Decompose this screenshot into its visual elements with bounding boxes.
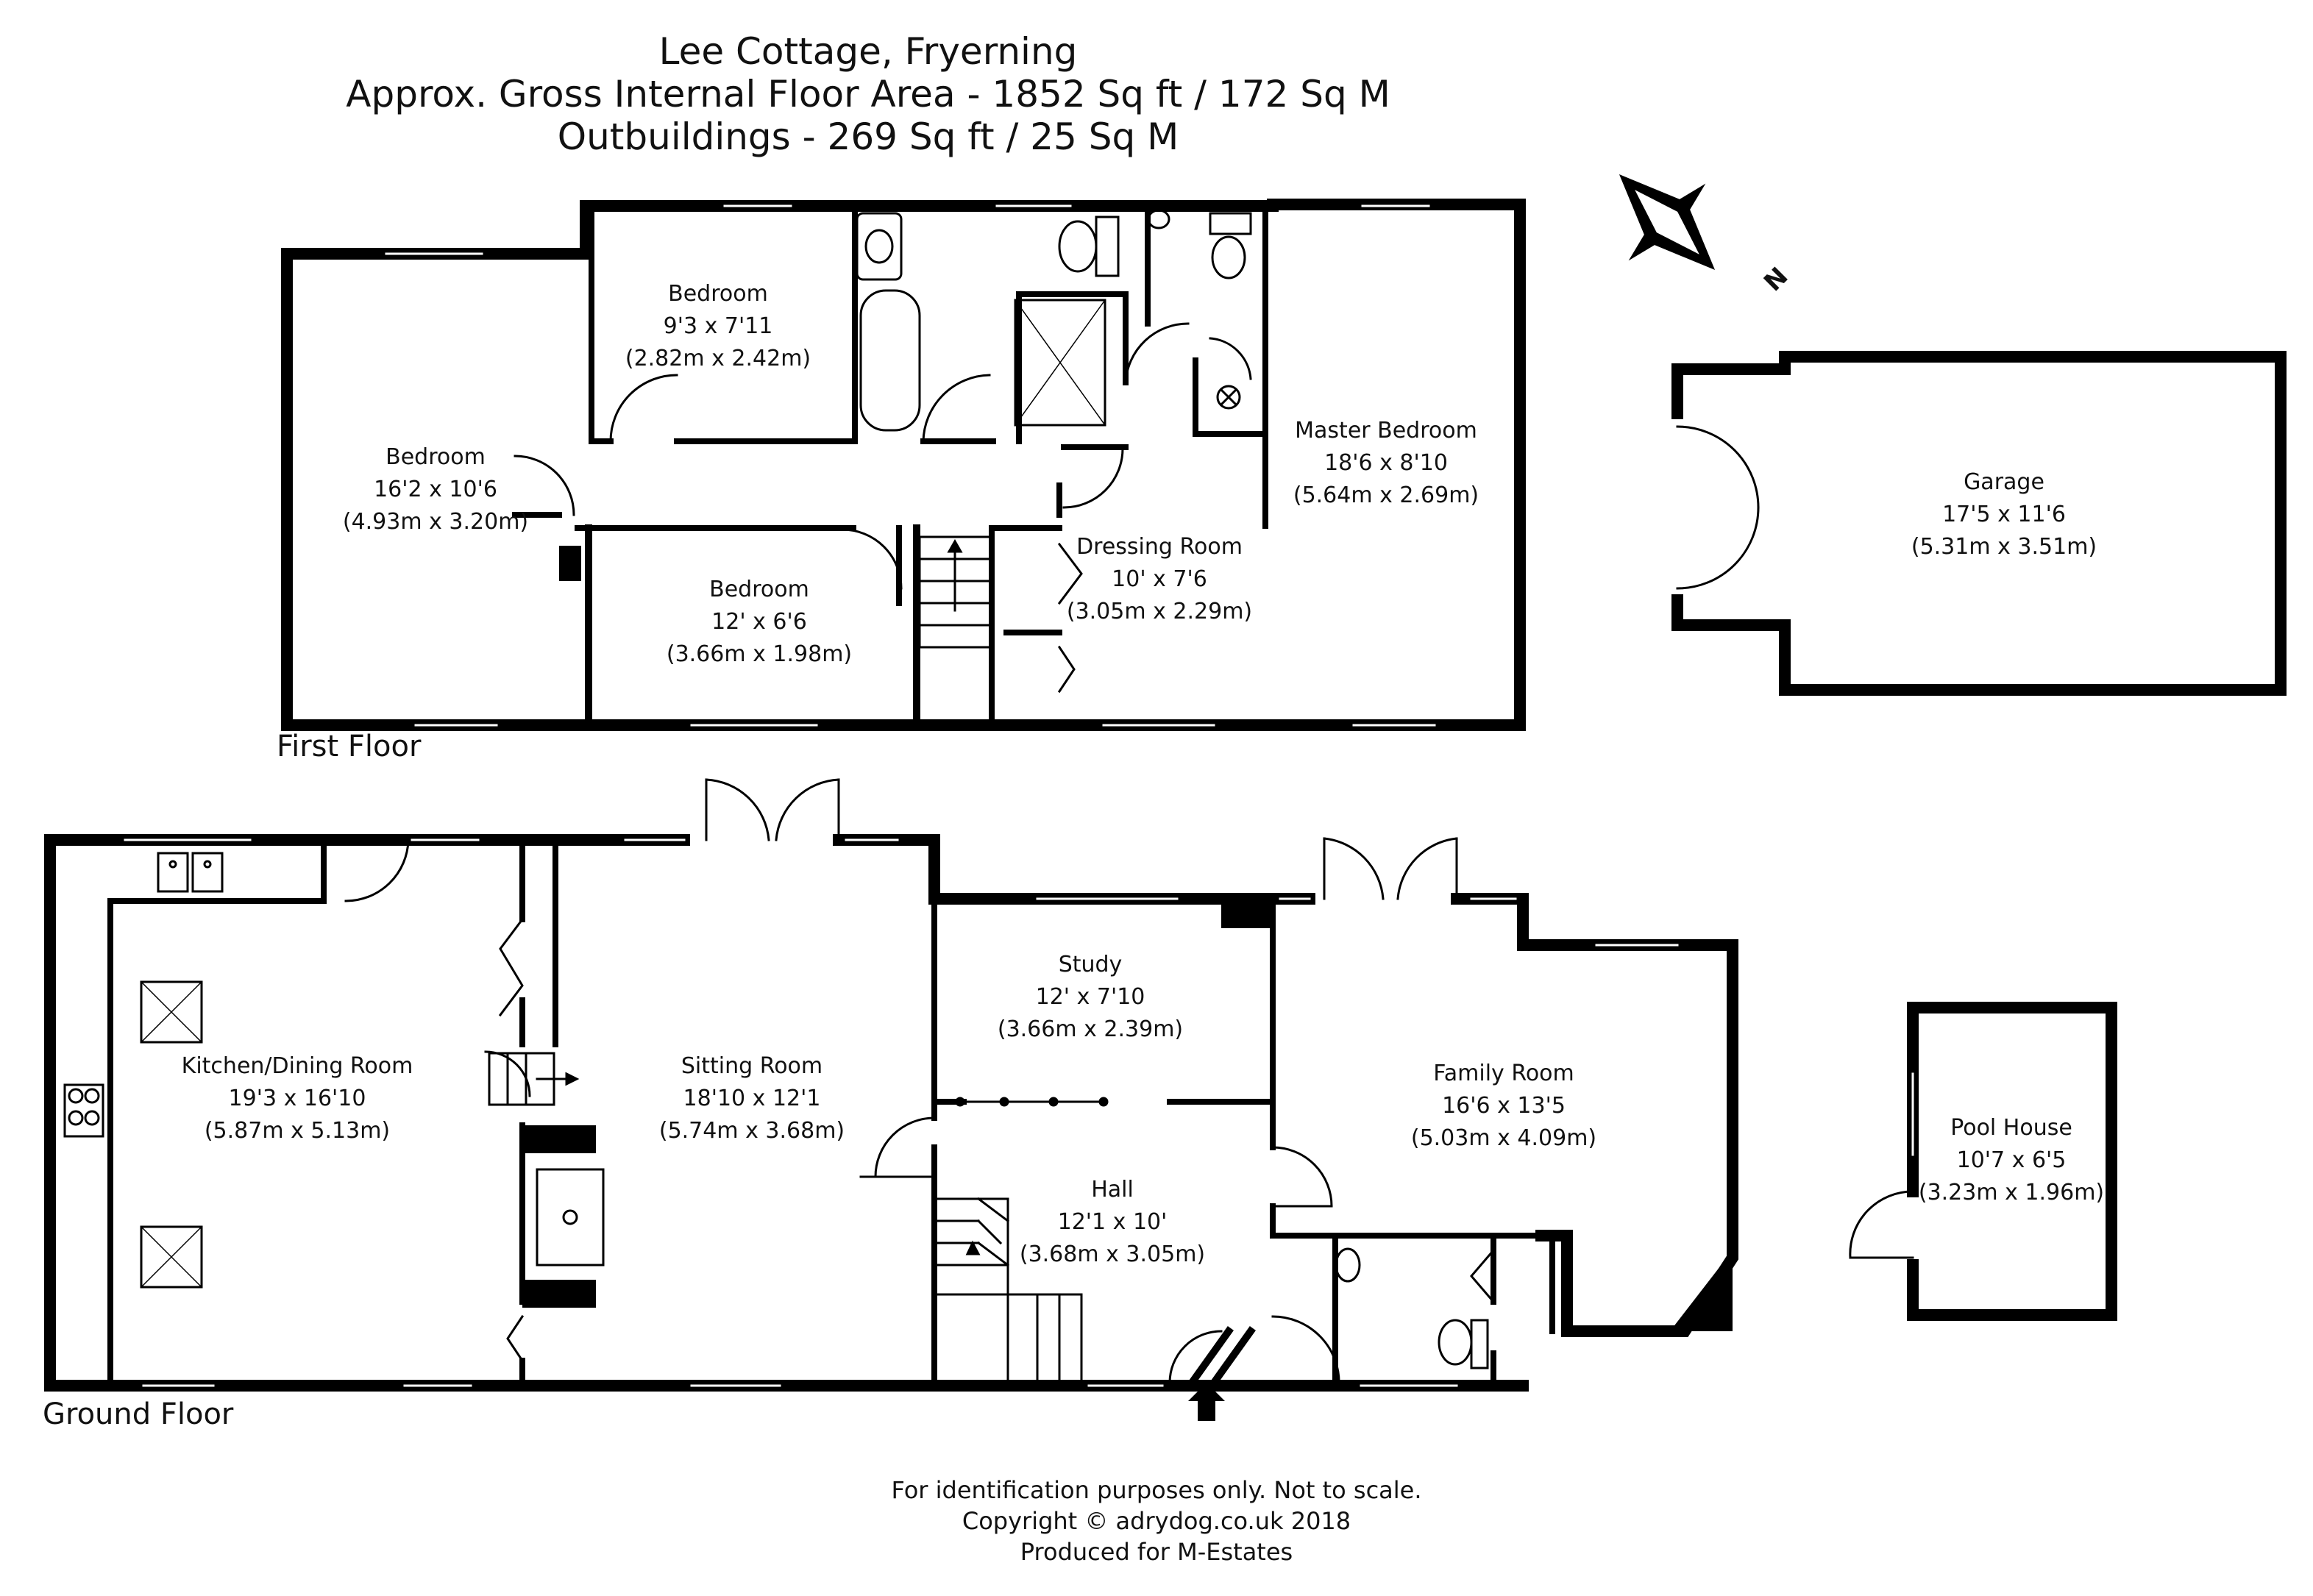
ground-floor-stairs xyxy=(488,1052,1083,1387)
ground-floor-internal xyxy=(107,837,1555,1389)
room-imperial: 12'1 x 10' xyxy=(1057,1209,1168,1235)
room-imperial: 16'6 x 13'5 xyxy=(1442,1093,1566,1119)
room-name: Study xyxy=(1058,952,1123,977)
room-imperial: 10' x 7'6 xyxy=(1112,566,1207,592)
room-garage: Garage 17'5 x 11'6 (5.31m x 3.51m) xyxy=(1911,466,2097,563)
entrance-door xyxy=(1187,1326,1256,1388)
room-name: Kitchen/Dining Room xyxy=(181,1053,413,1079)
ground-floor-doors xyxy=(344,778,1496,1387)
room-name: Dressing Room xyxy=(1076,534,1243,560)
garage-doors xyxy=(1671,419,1760,594)
room-imperial: 17'5 x 11'6 xyxy=(1942,502,2066,527)
room-master-bedroom: Master Bedroom 18'6 x 8'10 (5.64m x 2.69… xyxy=(1293,415,1479,512)
room-metric: (5.03m x 4.09m) xyxy=(1410,1125,1597,1151)
study-partition xyxy=(940,1097,1109,1107)
room-hall: Hall 12'1 x 10' (3.68m x 3.05m) xyxy=(1020,1174,1205,1271)
room-bedroom-large: Bedroom 16'2 x 10'6 (4.93m x 3.20m) xyxy=(343,441,528,538)
room-name: Bedroom xyxy=(386,444,486,470)
room-metric: (2.82m x 2.42m) xyxy=(625,346,811,371)
room-dressing: Dressing Room 10' x 7'6 (3.05m x 2.29m) xyxy=(1067,531,1252,628)
ground-floor-fittings xyxy=(63,852,1489,1369)
first-floor-fittings xyxy=(856,209,1252,432)
room-name: Sitting Room xyxy=(681,1053,823,1079)
produced-for-line: Produced for M-Estates xyxy=(1020,1538,1293,1566)
room-imperial: 12' x 6'6 xyxy=(711,609,807,635)
room-name: Bedroom xyxy=(709,577,809,602)
room-pool-house: Pool House 10'7 x 6'5 (3.23m x 1.96m) xyxy=(1919,1112,2104,1209)
ground-floor-windows xyxy=(124,838,1679,1387)
room-metric: (5.87m x 5.13m) xyxy=(204,1118,391,1144)
room-imperial: 19'3 x 16'10 xyxy=(228,1086,366,1111)
ground-floor-masses xyxy=(522,899,1733,1331)
pool-house-door-window xyxy=(1849,1072,1914,1259)
copyright-line: Copyright © adrydog.co.uk 2018 xyxy=(962,1507,1351,1535)
compass-rose xyxy=(1619,174,1716,271)
room-metric: (5.31m x 3.51m) xyxy=(1911,534,2097,560)
room-imperial: 18'10 x 12'1 xyxy=(683,1086,821,1111)
room-metric: (3.68m x 3.05m) xyxy=(1019,1241,1206,1267)
first-floor-label: First Floor xyxy=(277,730,422,763)
first-floor-stairs xyxy=(918,535,992,649)
room-bedroom-mid: Bedroom 12' x 6'6 (3.66m x 1.98m) xyxy=(667,574,852,671)
room-name: Pool House xyxy=(1950,1115,2072,1141)
first-floor-doors xyxy=(514,322,1252,694)
room-family: Family Room 16'6 x 13'5 (5.03m x 4.09m) xyxy=(1411,1058,1596,1155)
room-name: Family Room xyxy=(1433,1061,1574,1086)
floor-area-line: Approx. Gross Internal Floor Area - 1852… xyxy=(346,73,1390,115)
room-metric: (5.74m x 3.68m) xyxy=(658,1118,845,1144)
room-imperial: 12' x 7'10 xyxy=(1035,984,1145,1010)
room-metric: (3.66m x 2.39m) xyxy=(997,1016,1184,1042)
room-name: Bedroom xyxy=(668,281,768,307)
room-name: Garage xyxy=(1964,469,2044,495)
room-imperial: 10'7 x 6'5 xyxy=(1956,1147,2067,1173)
room-kitchen-dining: Kitchen/Dining Room 19'3 x 16'10 (5.87m … xyxy=(182,1050,413,1147)
room-metric: (3.05m x 2.29m) xyxy=(1066,599,1253,624)
room-metric: (3.23m x 1.96m) xyxy=(1918,1180,2105,1205)
room-imperial: 9'3 x 7'11 xyxy=(663,313,773,339)
room-study: Study 12' x 7'10 (3.66m x 2.39m) xyxy=(998,949,1183,1046)
room-imperial: 16'2 x 10'6 xyxy=(374,477,497,502)
room-name: Master Bedroom xyxy=(1295,418,1477,443)
outbuildings-line: Outbuildings - 269 Sq ft / 25 Sq M xyxy=(557,115,1179,158)
room-metric: (5.64m x 2.69m) xyxy=(1293,482,1479,508)
room-metric: (3.66m x 1.98m) xyxy=(666,641,853,667)
garage-walls xyxy=(1671,351,2287,696)
entrance-arrow xyxy=(1188,1383,1225,1421)
disclaimer-line: For identification purposes only. Not to… xyxy=(891,1476,1422,1504)
room-sitting: Sitting Room 18'10 x 12'1 (5.74m x 3.68m… xyxy=(659,1050,845,1147)
first-floor-windows xyxy=(385,204,1436,727)
room-bedroom-small: Bedroom 9'3 x 7'11 (2.82m x 2.42m) xyxy=(625,278,811,375)
ground-floor-label: Ground Floor xyxy=(43,1397,234,1431)
room-name: Hall xyxy=(1091,1177,1134,1203)
room-imperial: 18'6 x 8'10 xyxy=(1324,450,1448,476)
room-metric: (4.93m x 3.20m) xyxy=(342,509,529,535)
plan-title: Lee Cottage, Fryerning xyxy=(658,30,1078,73)
